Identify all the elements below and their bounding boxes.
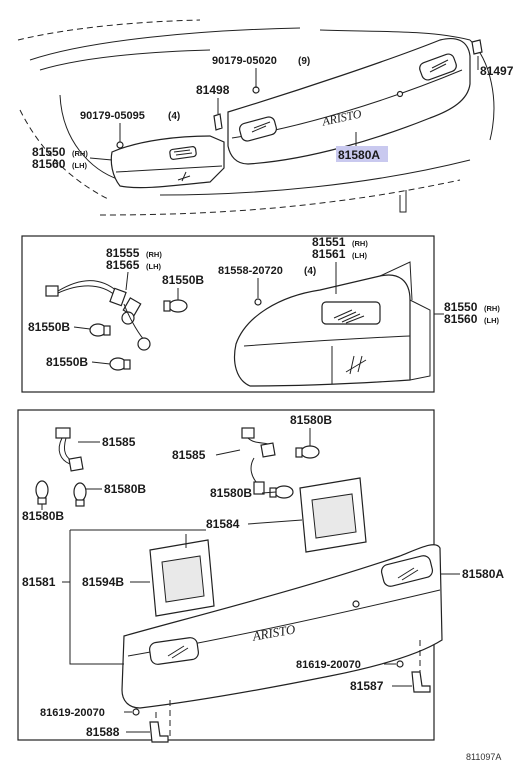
label-81585-b: 81585 [172, 448, 206, 462]
bulbs-bottom [35, 427, 320, 507]
label-81580A-bottom: 81580A [462, 567, 504, 581]
label-81565: 81565 [106, 258, 140, 272]
label-81560-top: 81560 [32, 157, 66, 171]
label-81594B: 81594B [82, 575, 124, 589]
label-81550-top: 81550 [32, 145, 66, 159]
label-lh-81561: (LH) [352, 251, 367, 260]
label-90179-05095-qty: (4) [168, 111, 180, 122]
gasket-panels [149, 477, 367, 617]
label-81580B-d: 81580B [210, 486, 252, 500]
label-81619-20070-b: 81619-20070 [40, 707, 105, 719]
label-81558-20720: 81558-20720 [218, 265, 283, 277]
label-81587: 81587 [350, 679, 384, 693]
label-81551: 81551 [312, 235, 346, 249]
label-90179-05095: 90179-05095 [80, 110, 145, 122]
label-rh-top: (RH) [72, 149, 88, 158]
label-81588: 81588 [86, 725, 120, 739]
label-lh-81565: (LH) [146, 262, 161, 271]
bulb-socket-assembly [45, 280, 262, 371]
label-81580B-b: 81580B [104, 482, 146, 496]
label-81555: 81555 [106, 246, 140, 260]
diagram-id: 811097A [466, 752, 501, 762]
label-90179-05020: 90179-05020 [212, 55, 277, 67]
tail-light-top [110, 135, 225, 189]
label-81580B-a: 81580B [290, 413, 332, 427]
label-rh-mid: (RH) [484, 304, 500, 313]
labels-bottom: 81585 81580B 81585 81580B 81580B 81580B … [22, 413, 504, 739]
label-81558-qty: (4) [304, 266, 316, 277]
label-rh-81551: (RH) [352, 239, 368, 248]
label-rh-81555: (RH) [146, 250, 162, 259]
highlight-81580A [336, 146, 388, 162]
label-81581: 81581 [22, 575, 56, 589]
label-81580B-c: 81580B [22, 509, 64, 523]
label-90179-05020-qty: (9) [298, 56, 310, 67]
label-81550B-c: 81550B [46, 355, 88, 369]
label-81619-20070-a: 81619-20070 [296, 659, 361, 671]
label-81498: 81498 [196, 83, 230, 97]
labels-middle: 81555 (RH) 81565 (LH) 81551 (RH) 81561 (… [28, 235, 500, 369]
label-81497: 81497 [480, 64, 514, 78]
tail-light-detail [233, 261, 431, 387]
vehicle-rear-outline [17, 19, 495, 216]
label-81580A-top: 81580A [338, 148, 380, 162]
label-81550B-b: 81550B [28, 320, 70, 334]
label-lh-top: (LH) [72, 161, 87, 170]
labels-top: 90179-05020 (9) 81497 81498 90179-05095 … [32, 55, 514, 171]
label-lh-mid: (LH) [484, 316, 499, 325]
back-garnish-top: ARISTO [227, 37, 471, 165]
label-81584: 81584 [206, 517, 240, 531]
small-parts-top [116, 39, 483, 149]
label-81561: 81561 [312, 247, 346, 261]
label-81560-mid: 81560 [444, 312, 478, 326]
brackets-bottom [132, 640, 431, 743]
garnish-panel-bottom: ARISTO [121, 544, 443, 709]
label-81550-mid: 81550 [444, 300, 478, 314]
label-81585-a: 81585 [102, 435, 136, 449]
label-81550B-a: 81550B [162, 273, 204, 287]
